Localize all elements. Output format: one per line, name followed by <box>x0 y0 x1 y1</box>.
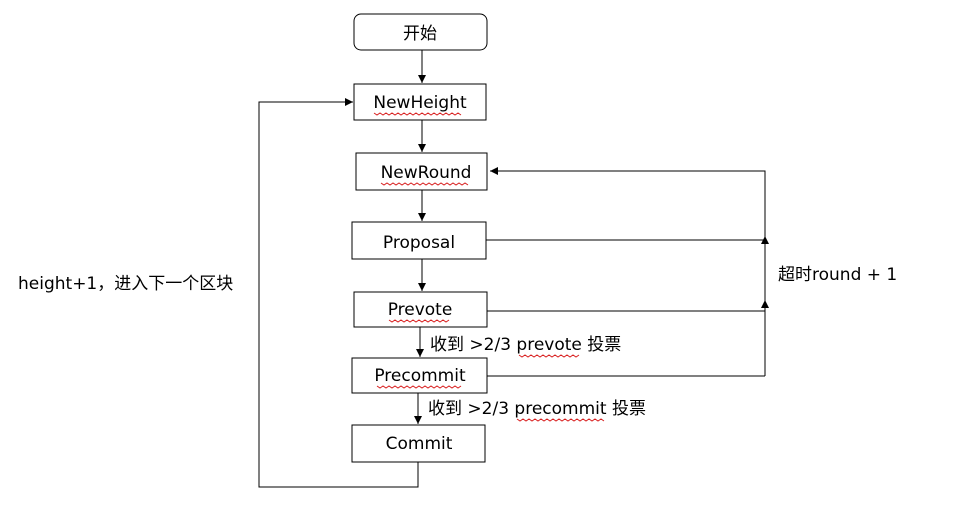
node-newheight: NewHeight <box>353 83 487 121</box>
label-precommit-suffix: 投票 <box>607 399 646 419</box>
label-precommit-prefix: 收到 >2/3 <box>428 399 514 419</box>
label-prevote-suffix: 投票 <box>582 335 621 355</box>
arrowhead-proposal-timeout <box>761 236 769 244</box>
spellcheck-underline-newheight <box>373 112 462 116</box>
label-prevote-prefix: 收到 >2/3 <box>430 335 516 355</box>
node-start-label: 开始 <box>403 24 437 44</box>
node-start: 开始 <box>353 13 488 51</box>
node-newheight-label: NewHeight <box>373 93 467 113</box>
label-prevote-keyword: prevote <box>516 335 581 355</box>
label-precommit-to-commit: 收到 >2/3 precommit 投票 <box>428 399 646 419</box>
label-precommit-keyword: precommit <box>514 399 606 419</box>
node-proposal-label: Proposal <box>383 233 455 253</box>
node-precommit: Precommit <box>351 357 488 394</box>
node-commit-label: Commit <box>386 434 453 454</box>
node-newround-label: NewRound <box>381 163 472 183</box>
label-prevote-to-precommit: 收到 >2/3 prevote 投票 <box>430 335 621 355</box>
node-commit: Commit <box>351 424 486 463</box>
node-proposal: Proposal <box>351 221 487 260</box>
node-prevote: Prevote <box>353 291 488 328</box>
spellcheck-underline-precommit <box>376 385 462 389</box>
node-precommit-label: Precommit <box>374 366 466 386</box>
spellcheck-underline-prevote <box>388 319 450 323</box>
node-newround: NewRound <box>355 152 488 191</box>
label-commit-loop: height+1，进入下一个区块 <box>18 274 233 294</box>
arrow-commit-loop-to-newheight <box>258 98 419 488</box>
connectors <box>258 50 769 488</box>
spellcheck-underline-precommit-label <box>516 418 605 422</box>
node-prevote-label: Prevote <box>388 300 453 320</box>
spellcheck-underline-newround <box>380 182 469 186</box>
label-timeout-loop: 超时round + 1 <box>778 265 897 285</box>
arrowhead-prevote-timeout <box>761 300 769 308</box>
spellcheck-underline-prevote-label <box>518 354 580 358</box>
